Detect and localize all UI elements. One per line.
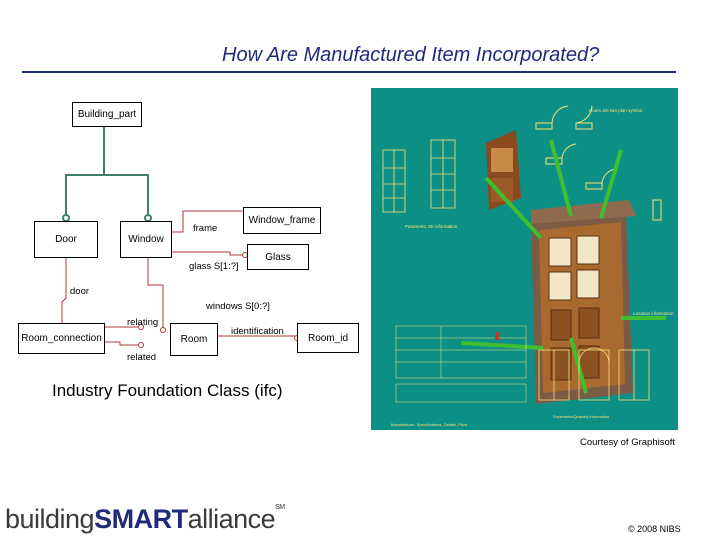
relation-label-windows: windows S[0:?] (206, 301, 270, 312)
relation-circle-related (138, 342, 144, 348)
logo-part-alliance: alliance (187, 504, 276, 534)
logo-part-smart: SMART (94, 504, 188, 534)
entity-window: Window (120, 221, 172, 258)
ifc-caption: Industry Foundation Class (ifc) (52, 381, 283, 400)
buildingsmart-alliance-logo: buildingSMARTallianceSM (5, 504, 285, 535)
relation-line-glass (172, 251, 244, 256)
graphisoft-illustration-panel: Doors are two plan symbol Parametric 3D … (371, 88, 678, 430)
page-title: How Are Manufactured Item Incorporated? (222, 44, 600, 66)
logo-part-building: building (5, 504, 95, 534)
relation-label-identification: identification (231, 326, 284, 337)
entity-room-connection: Room_connection (18, 323, 105, 354)
entity-door: Door (34, 221, 98, 258)
relation-label-frame: frame (193, 223, 218, 234)
relation-line-related (105, 341, 138, 346)
inheritance-branches (65, 174, 149, 216)
illustration-graphics (382, 105, 666, 404)
relation-label-related: related (127, 352, 157, 363)
title-underline (22, 71, 676, 73)
panel-label-top-right: Doors are two plan symbol (589, 108, 643, 113)
panel-label-left-mid: Parametric 3D information (405, 224, 458, 229)
entity-glass: Glass (247, 244, 309, 270)
relation-label-relating: relating (127, 317, 159, 328)
relation-label-door: door (70, 286, 90, 297)
copyright-notice: © 2008 NIBS (628, 524, 681, 534)
entity-window-frame: Window_frame (243, 207, 321, 234)
logo-service-mark: SM (275, 504, 285, 511)
relation-line-frame (172, 210, 243, 233)
relation-line-windows (147, 257, 164, 330)
panel-label-right-mid: Location information (633, 311, 674, 316)
entity-building-part: Building_part (72, 102, 142, 127)
relation-circle-relating (138, 324, 144, 330)
entity-room: Room (170, 323, 218, 356)
relation-circle-windows (160, 327, 166, 333)
entity-room-id: Room_id (297, 323, 359, 353)
panel-label-bottom-left: Manufacturer: Specifications, Details, P… (391, 422, 468, 427)
courtesy-credit: Courtesy of Graphisoft (580, 437, 676, 448)
panel-label-bottom-mid: Parametric/Quantity information (553, 414, 610, 419)
relation-label-glass: glass S[1:?] (189, 261, 239, 272)
